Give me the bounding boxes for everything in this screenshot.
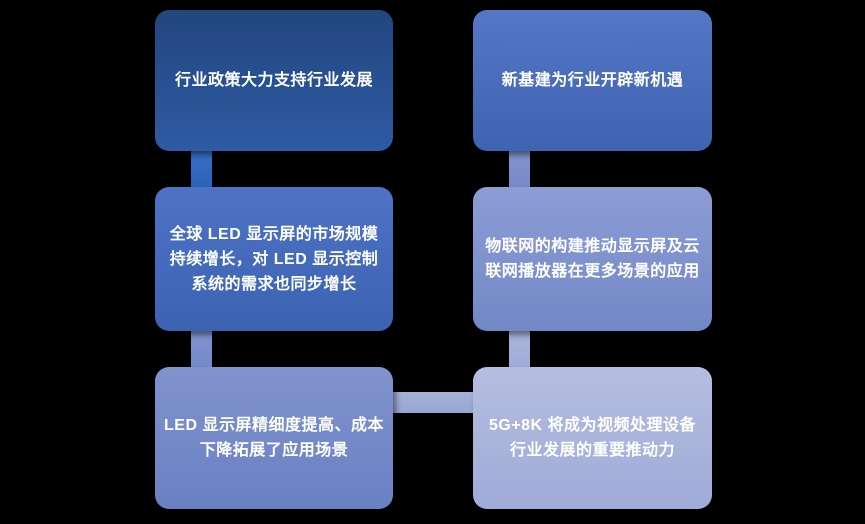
node-text-line: LED 显示屏精细度提高、成本	[164, 417, 384, 434]
node-iot-applications: 物联网的构建推动显示屏及云 联网播放器在更多场景的应用	[473, 187, 712, 331]
node-led-market-growth: 全球 LED 显示屏的市场规模 持续增长，对 LED 显示控制 系统的需求也同步…	[155, 187, 393, 331]
node-text-line: 持续增长，对 LED 显示控制	[169, 250, 379, 268]
connector-right-top-to-middle	[509, 145, 530, 191]
node-led-fineness-cost: LED 显示屏精细度提高、成本 下降拓展了应用场景	[155, 367, 393, 509]
connector-left-top-to-middle	[191, 145, 212, 191]
node-text-line: 系统的需求也同步增长	[191, 275, 357, 293]
node-text-line: 行业发展的重要推动力	[509, 442, 675, 459]
node-policy-support: 行业政策大力支持行业发展	[155, 10, 393, 151]
node-new-infrastructure: 新基建为行业开辟新机遇	[473, 10, 712, 151]
node-text-line: 全球 LED 显示屏的市场规模	[169, 225, 379, 243]
node-text-line: 新基建为行业开辟新机遇	[501, 72, 684, 89]
connector-right-middle-to-bottom	[509, 326, 530, 371]
node-5g-8k-driver: 5G+8K 将成为视频处理设备 行业发展的重要推动力	[473, 367, 712, 509]
node-text-line: 物联网的构建推动显示屏及云	[485, 238, 700, 255]
connector-left-middle-to-bottom	[191, 326, 212, 371]
node-text-line: 联网播放器在更多场景的应用	[485, 263, 700, 280]
node-text-line: 行业政策大力支持行业发展	[174, 72, 373, 89]
node-text-line: 下降拓展了应用场景	[199, 442, 349, 459]
node-text-line: 5G+8K 将成为视频处理设备	[488, 417, 697, 434]
connector-bottom-left-to-right	[389, 392, 477, 413]
